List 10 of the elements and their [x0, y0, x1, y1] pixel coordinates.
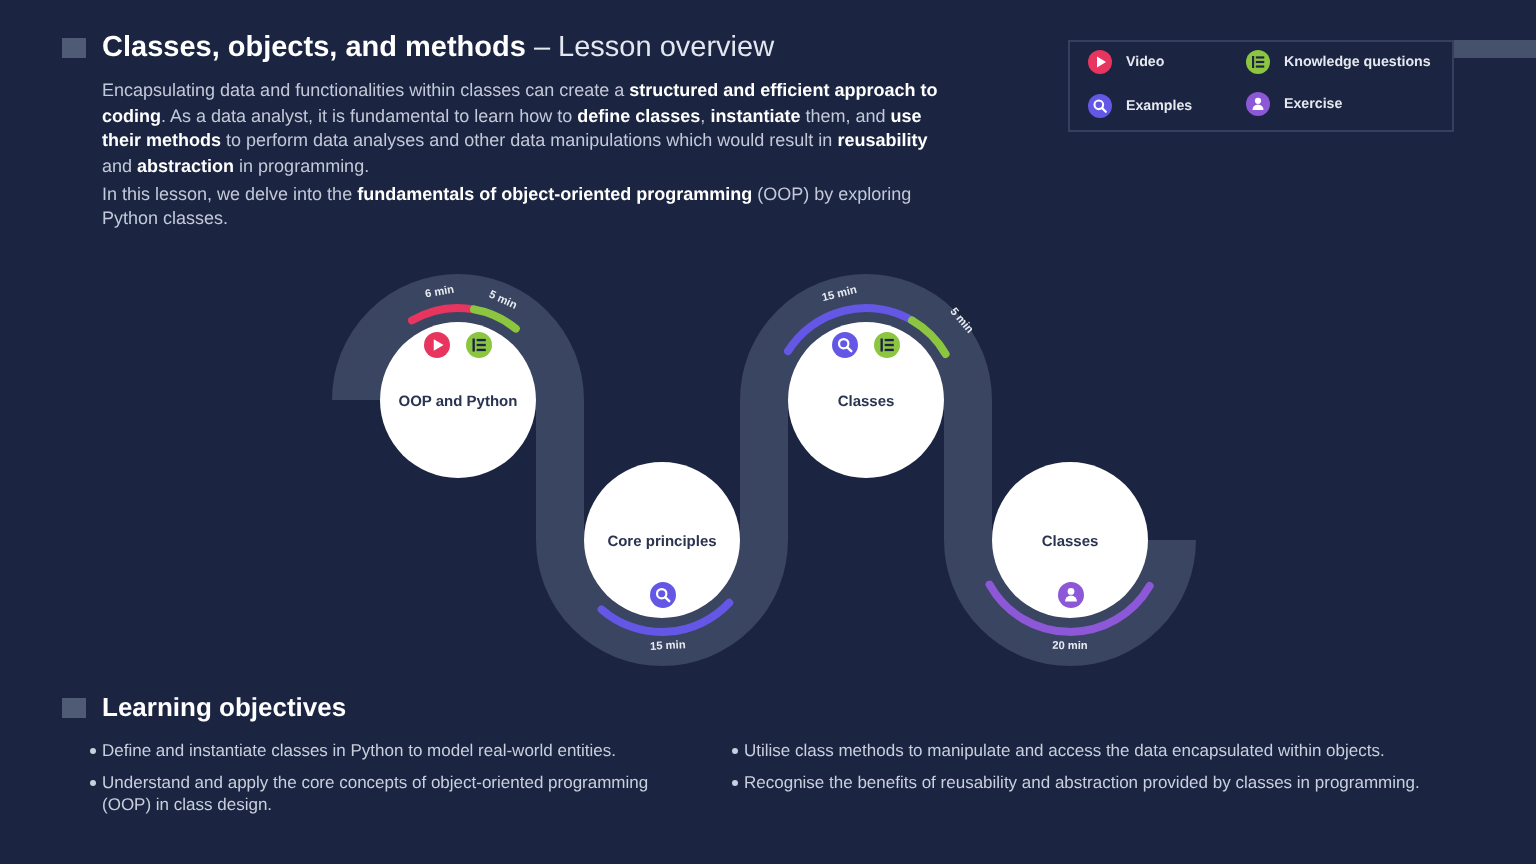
objective-text: Recognise the benefits of reusability and abstraction provided by classes in programming.	[744, 771, 1422, 793]
objective-text: Utilise class methods to manipulate and access the data encapsulated within objects.	[744, 739, 1387, 761]
page-title: Classes, objects, and methods – Lesson overview	[102, 30, 775, 66]
intro-paragraph: Encapsulating data and functionalities within classes can create a structured and efficient approach to coding. As a data analyst, it is fundamental to learn how to define classes, instantiate them, and use their methods to perform data analyses and other data manipulations which would result in reusability and abstraction in programming.	[102, 78, 940, 178]
section-heading: Learning objectives	[102, 692, 347, 724]
objective-text: Define and instantiate classes in Python to model real-world entities.	[102, 739, 619, 761]
lesson-circle	[584, 462, 740, 618]
objective-text: Understand and apply the core concepts of object-oriented programming (OOP) in class design.	[102, 771, 651, 815]
intro-paragraph: In this lesson, we delve into the fundamentals of object-oriented programming (OOP) by exploring Python classes.	[102, 181, 914, 231]
lesson-circle	[992, 462, 1148, 618]
